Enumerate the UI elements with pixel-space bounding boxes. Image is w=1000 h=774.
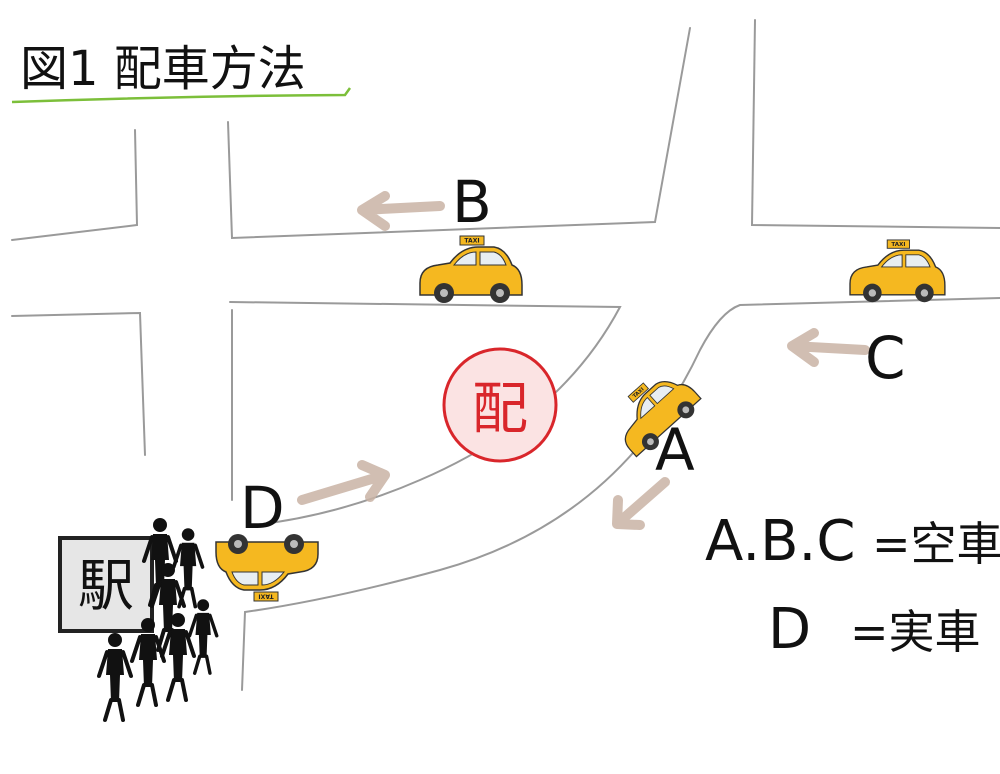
taxi-b-sign: TAXI	[464, 238, 479, 245]
taxi-b: TAXI	[419, 235, 523, 304]
arrow-c-left-icon	[787, 328, 870, 367]
legend-empty-text: =空車	[872, 517, 1000, 571]
taxi-d: TAXI	[215, 533, 319, 602]
station-box	[58, 536, 154, 633]
label-a: A	[655, 416, 695, 484]
taxi-c-sign: TAXI	[891, 242, 905, 248]
label-d: D	[240, 474, 285, 542]
roads	[11, 19, 1000, 691]
label-c: C	[865, 324, 906, 392]
taxi-a: TAXI	[602, 360, 707, 463]
taxi-d-sign: TAXI	[258, 593, 273, 600]
arrow-b-left-icon	[357, 191, 445, 231]
taxi-c: TAXI	[849, 239, 946, 303]
legend-cars-occupied: D	[768, 597, 811, 662]
legend-occupied-text: =実車	[850, 605, 981, 659]
dispatch-circle	[442, 347, 558, 463]
dispatch-mark: 配	[472, 377, 528, 442]
label-b: B	[452, 168, 492, 236]
title-underline	[11, 87, 352, 104]
station-label: 駅	[78, 554, 134, 619]
arrow-d-right-icon	[297, 460, 390, 505]
legend-cars-empty: A.B.C	[705, 509, 855, 574]
legend: A.B.C =空車 D =実車	[705, 509, 1000, 662]
arrow-a-down-icon	[612, 477, 670, 530]
diagram-title: 図1 配車方法	[20, 41, 306, 97]
